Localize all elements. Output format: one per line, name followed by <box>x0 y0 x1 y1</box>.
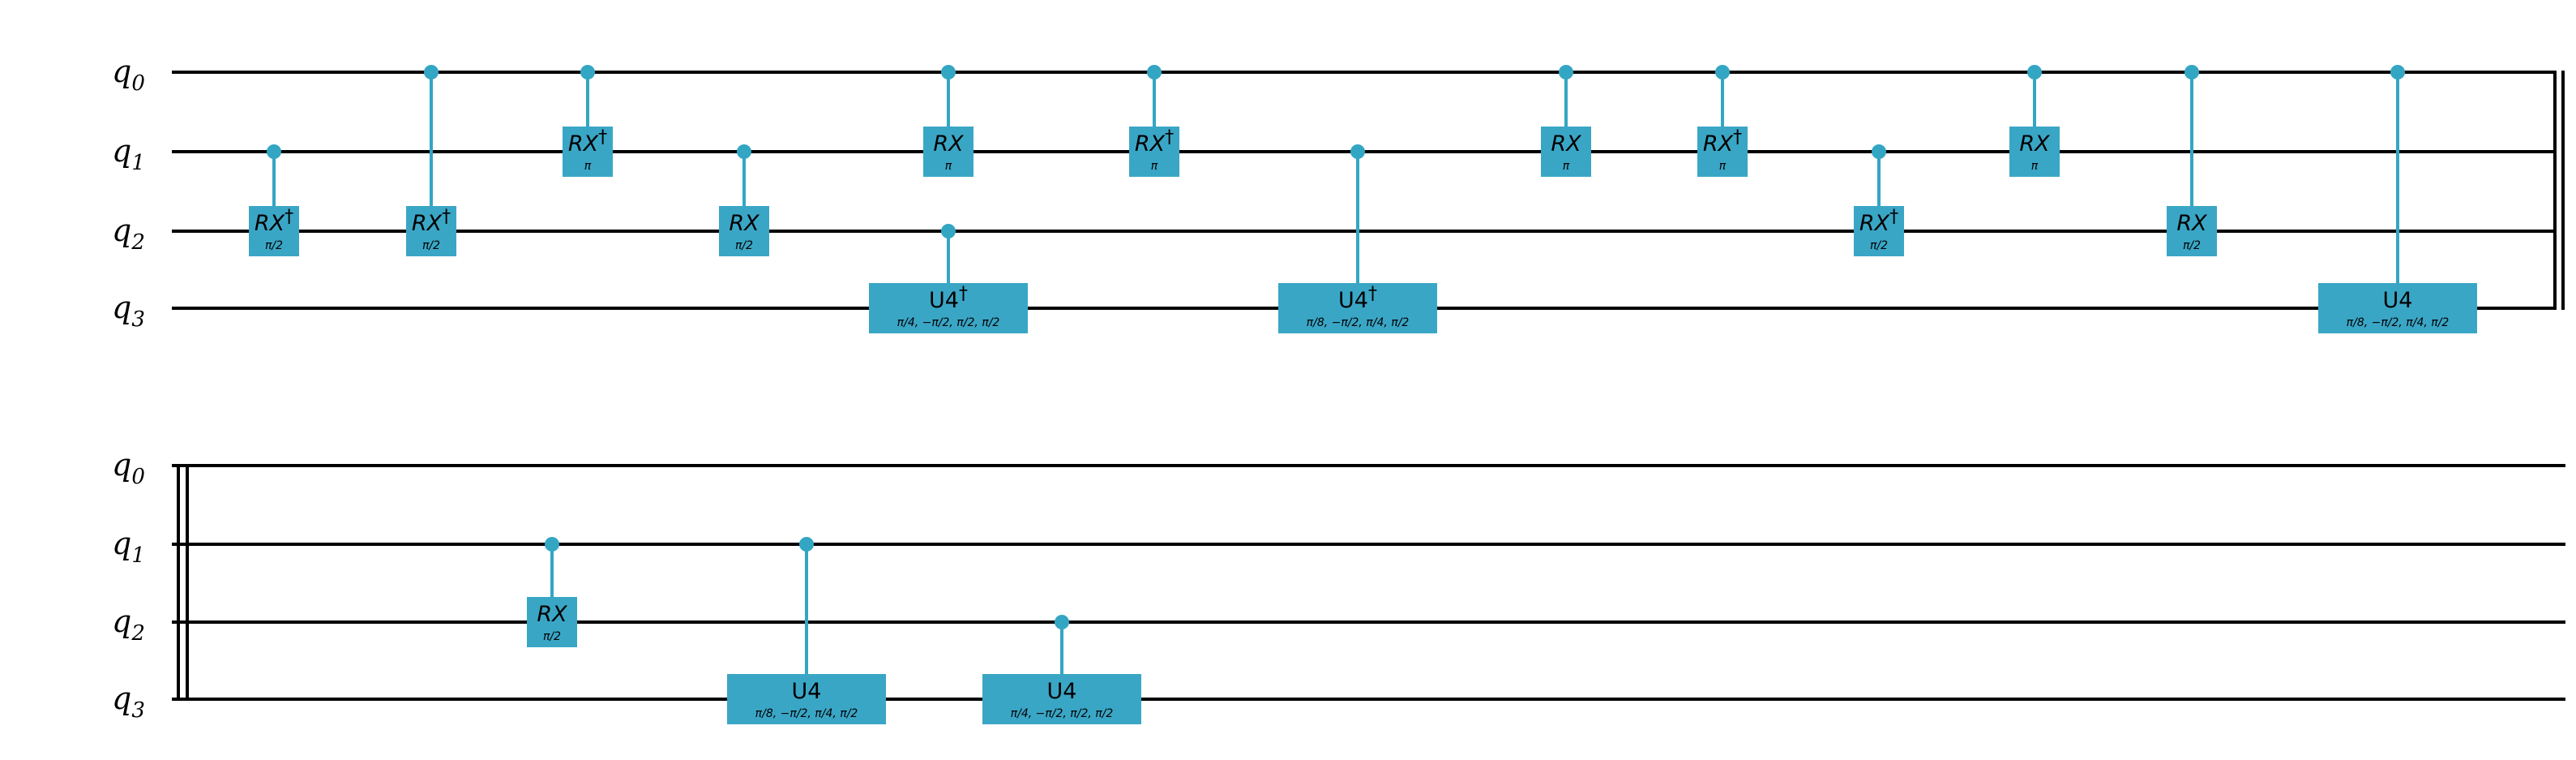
control-dot <box>2390 65 2405 79</box>
gate-parameter: π/2 <box>1870 239 1888 252</box>
qubit-label-q3: q3 <box>112 681 145 723</box>
qubit-label-q3: q3 <box>112 290 145 332</box>
gate-name: RX† <box>1859 207 1898 236</box>
gate-u4-2: U4 π/8, −π/2, π/4, π/2 <box>727 537 886 724</box>
gate-parameter: π/8, −π/2, π/4, π/2 <box>755 707 858 720</box>
gate-rx-5: RX π <box>923 65 973 177</box>
gate-name: RX <box>1551 131 1581 157</box>
gate-box <box>1278 283 1437 333</box>
gate-rx-dagger-7: RX† π <box>1129 65 1179 177</box>
control-dot <box>1715 65 1730 79</box>
gate-parameter: π/4, −π/2, π/2, π/2 <box>1011 707 1114 720</box>
control-dot <box>1147 65 1162 79</box>
gate-parameter: π <box>945 160 952 173</box>
gate-u4-dagger-6: U4† π/4, −π/2, π/2, π/2 <box>869 224 1028 333</box>
qubit-label-q1: q1 <box>112 526 145 568</box>
gate-parameter: π <box>1563 160 1570 173</box>
qubit-label-q0: q0 <box>112 54 145 96</box>
control-dot <box>941 65 956 79</box>
qubit-label-q2: q2 <box>112 213 145 255</box>
gate-parameter: π/2 <box>735 239 753 252</box>
control-dot <box>737 144 751 159</box>
gate-parameter: π/8, −π/2, π/4, π/2 <box>2347 316 2450 329</box>
gate-name: RX† <box>1135 127 1174 157</box>
gate-name: RX <box>2176 211 2207 236</box>
gate-name: RX† <box>568 127 607 157</box>
gate-u4-3: U4 π/4, −π/2, π/2, π/2 <box>982 615 1141 724</box>
gate-box <box>2318 283 2477 333</box>
gate-name: RX† <box>255 207 293 236</box>
control-dot <box>2027 65 2042 79</box>
control-dot <box>799 537 814 552</box>
gate-parameter: π <box>1151 160 1158 173</box>
gate-rx-12: RX π <box>2009 65 2060 177</box>
gate-box <box>563 127 613 177</box>
gate-parameter: π <box>584 160 592 173</box>
control-dot <box>941 224 956 238</box>
gate-rx-dagger-3: RX† π <box>563 65 613 177</box>
gate-name: RX <box>729 211 760 236</box>
gate-box <box>406 206 456 256</box>
qubit-label-q2: q2 <box>112 603 145 646</box>
circuit-row-1: q0q1q2q3RX†π/2RX†π/2RX†πRXπ/2RXπU4†π/4, … <box>112 54 2565 333</box>
gate-rx-13: RX π/2 <box>2167 65 2217 256</box>
gate-rx-dagger-2: RX† π/2 <box>406 65 456 256</box>
gate-u4-14: U4 π/8, −π/2, π/4, π/2 <box>2318 65 2477 333</box>
control-dot <box>267 144 281 159</box>
gate-rx-4: RX π/2 <box>719 144 769 256</box>
gate-box <box>1854 206 1904 256</box>
gate-parameter: π/2 <box>543 630 561 643</box>
gate-parameter: π/2 <box>422 239 440 252</box>
gate-name: U4 <box>792 679 822 704</box>
gate-box <box>982 674 1141 724</box>
gate-name: U4 <box>2383 288 2413 313</box>
gate-box <box>727 674 886 724</box>
gate-box <box>1541 127 1591 177</box>
circuit-row-2: q0 q1 q2 q3 RX π/2U4 π/8, −π/2, π/4, π/2 U4 π/4,… <box>112 447 2565 724</box>
gate-name: U4† <box>929 284 968 313</box>
gate-parameter: π/2 <box>265 239 283 252</box>
gate-u4-dagger-8: U4† π/8, −π/2, π/4, π/2 <box>1278 144 1437 333</box>
control-dot <box>580 65 595 79</box>
control-dot <box>1350 144 1365 159</box>
gate-parameter: π <box>1719 160 1727 173</box>
qubit-label-q1: q1 <box>112 133 145 175</box>
gate-rx-dagger-11: RX† π/2 <box>1854 144 1904 256</box>
gate-rx-9: RX π <box>1541 65 1591 177</box>
gate-rx-1: RX π/2 <box>527 537 577 647</box>
control-dot <box>1872 144 1886 159</box>
qubit-label-q0: q0 <box>112 447 145 489</box>
gate-box <box>1697 127 1748 177</box>
gate-rx-dagger-10: RX† π <box>1697 65 1748 177</box>
control-dot <box>1559 65 1573 79</box>
control-dot <box>2184 65 2199 79</box>
gate-name: RX† <box>1703 127 1742 157</box>
gate-rx-dagger-1: RX† π/2 <box>249 144 299 256</box>
gate-name: U4† <box>1338 284 1377 313</box>
gate-box <box>869 283 1028 333</box>
gate-parameter: π/8, −π/2, π/4, π/2 <box>1307 316 1410 329</box>
control-dot <box>1055 615 1069 629</box>
gate-name: RX <box>933 131 964 157</box>
gate-box <box>527 597 577 647</box>
gate-box <box>923 127 973 177</box>
gate-box <box>2009 127 2060 177</box>
gate-box <box>719 206 769 256</box>
gate-name: RX <box>537 602 567 627</box>
gate-name: RX <box>2019 131 2050 157</box>
gate-parameter: π/2 <box>2183 239 2201 252</box>
gate-parameter: π/4, −π/2, π/2, π/2 <box>897 316 1000 329</box>
gate-box <box>1129 127 1179 177</box>
gate-name: RX† <box>412 207 451 236</box>
control-dot <box>545 537 559 552</box>
gate-box <box>249 206 299 256</box>
gate-box <box>2167 206 2217 256</box>
control-dot <box>424 65 439 79</box>
gate-name: U4 <box>1047 679 1077 704</box>
gate-parameter: π <box>2031 160 2039 173</box>
